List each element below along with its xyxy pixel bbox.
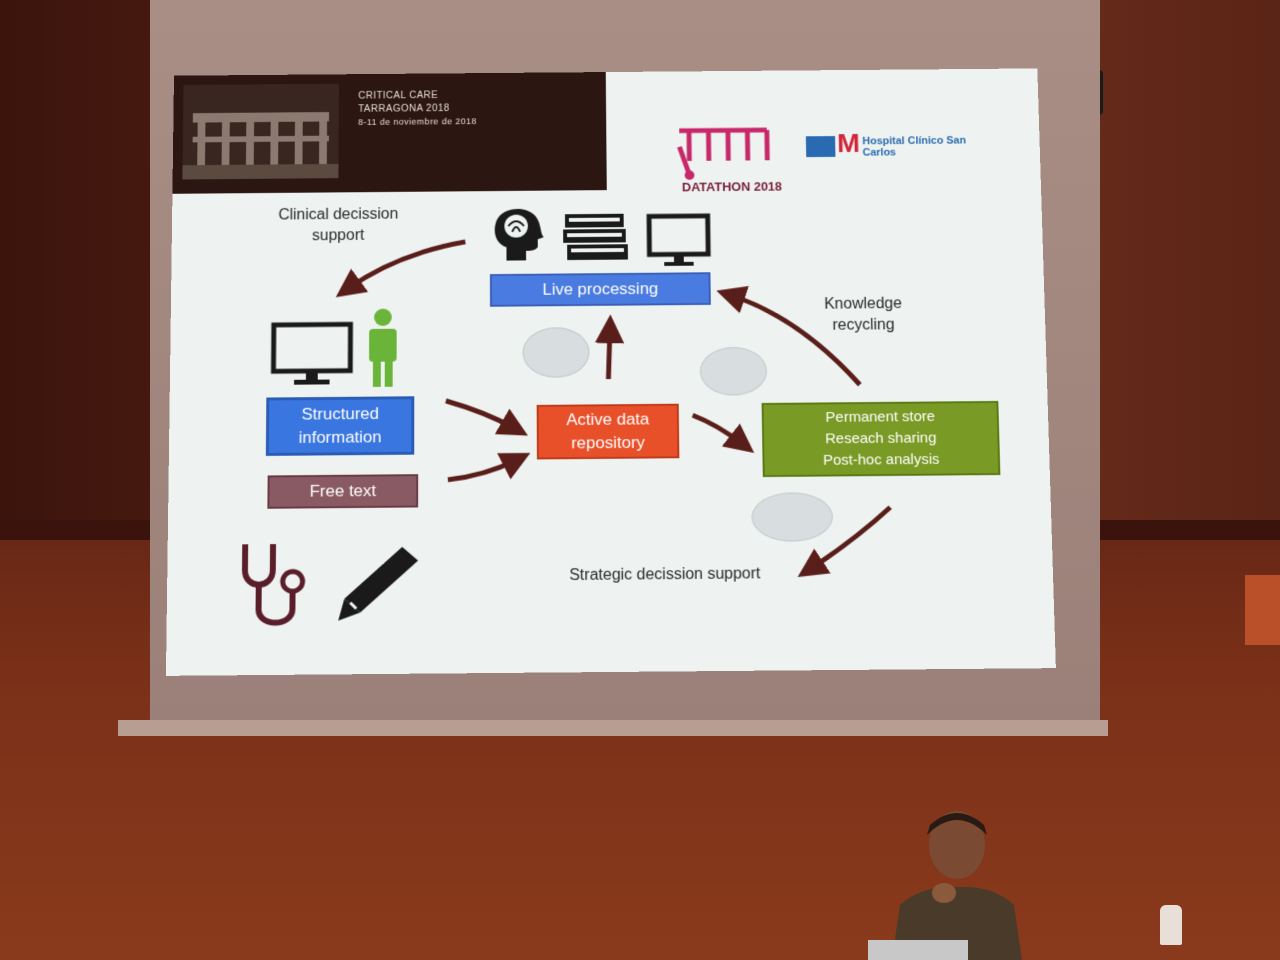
presenter bbox=[892, 811, 1022, 960]
arrow-to-strategic-support bbox=[809, 507, 892, 569]
flow-arrows bbox=[166, 68, 1056, 675]
laptop bbox=[868, 940, 968, 960]
desk-microphone-light bbox=[1160, 905, 1182, 945]
arrow-repository-to-permanent bbox=[693, 415, 743, 445]
arrow-knowledge-recycling bbox=[730, 294, 859, 386]
projected-slide: CRITICAL CARE TARRAGONA 2018 8-11 de nov… bbox=[166, 68, 1056, 675]
arrow-freetext-to-repository bbox=[448, 460, 517, 480]
arrow-to-live-processing bbox=[608, 329, 610, 379]
stethoscope-icon bbox=[232, 540, 312, 632]
pencil-icon bbox=[338, 546, 419, 621]
brain-head-icon bbox=[494, 208, 544, 261]
arrow-to-clinical-support bbox=[348, 242, 466, 289]
arrow-structured-to-repository bbox=[446, 400, 515, 429]
aqueduct-image bbox=[182, 83, 339, 180]
person-icon bbox=[369, 308, 397, 387]
screen-bottom-bar bbox=[118, 720, 1108, 736]
books-icon bbox=[563, 213, 628, 261]
conference-banner: CRITICAL CARE TARRAGONA 2018 8-11 de nov… bbox=[172, 72, 607, 194]
monitor-icon bbox=[270, 321, 353, 385]
wall-sign bbox=[1245, 575, 1280, 645]
